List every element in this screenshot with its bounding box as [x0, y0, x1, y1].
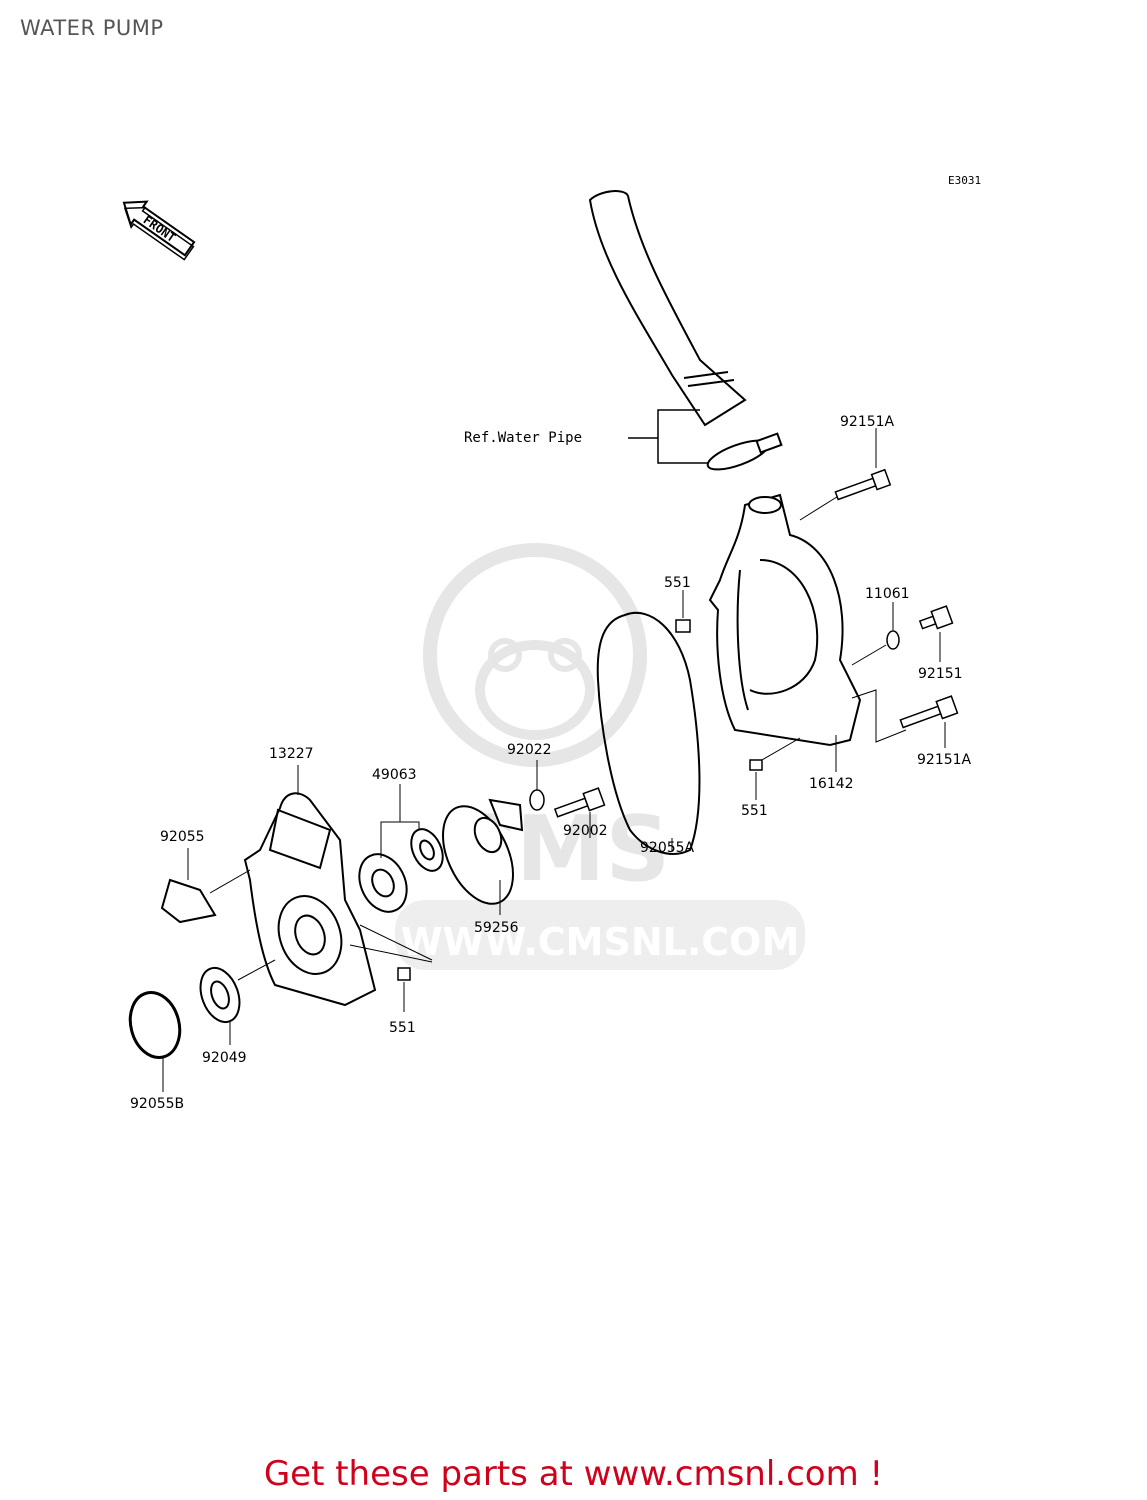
- dowel-551-right: [749, 759, 763, 771]
- leader-92151A-bottom: [851, 689, 907, 743]
- bolt-92151A-top: [834, 468, 892, 501]
- ref-water-pipe-bracket: [628, 409, 708, 464]
- gasket-92055: [160, 878, 217, 924]
- bolt-92151: [918, 605, 954, 630]
- label-49063: 49063: [372, 767, 417, 783]
- leader-92055-to-body: [209, 869, 251, 894]
- leader-92151A-top: [799, 494, 841, 521]
- watermark-mascot-eye-left: [488, 638, 522, 672]
- label-11061: 11061: [865, 586, 910, 602]
- footer-cmsnl-link[interactable]: Get these parts at www.cmsnl.com !: [263, 1454, 884, 1494]
- figure-code: E3031: [948, 174, 981, 187]
- label-551-upper: 551: [664, 575, 691, 591]
- label-92151A-bottom: 92151A: [917, 752, 972, 768]
- label-92002: 92002: [563, 823, 608, 839]
- washer-92022: [529, 789, 545, 811]
- watermark-mascot-face: [475, 640, 595, 740]
- o-ring-92055B: [128, 991, 182, 1059]
- gasket-92055A: [596, 611, 701, 855]
- washer-11061: [886, 630, 900, 650]
- water-pipe-hose: [588, 190, 747, 427]
- bolt-92151A-bottom: [899, 695, 959, 729]
- watermark-mascot-eye-right: [548, 638, 582, 672]
- front-direction-arrow: FRONT: [122, 200, 196, 261]
- page-title: WATER PUMP: [20, 16, 164, 40]
- label-92055A: 92055A: [640, 840, 695, 856]
- watermark-banner: [395, 900, 805, 970]
- label-59256: 59256: [474, 920, 519, 936]
- leader-body-to-551: [359, 924, 433, 961]
- watermark-url-text: WWW.CMSNL.COM: [401, 920, 800, 964]
- label-92151A-top: 92151A: [840, 414, 895, 430]
- label-92055: 92055: [160, 829, 205, 845]
- oil-seal-92049: [199, 966, 241, 1024]
- dowel-551-lower: [397, 967, 411, 981]
- label-92055B: 92055B: [130, 1096, 184, 1112]
- watermark-mascot-head: [423, 543, 647, 767]
- hose-clamp: [706, 432, 783, 471]
- dowel-551-upper: [675, 619, 691, 633]
- label-92151: 92151: [918, 666, 963, 682]
- leader-92049-to-body: [237, 959, 276, 981]
- ref-water-pipe-label: Ref.Water Pipe: [464, 430, 582, 446]
- mechanical-seal-49063: [358, 828, 444, 913]
- label-92049: 92049: [202, 1050, 247, 1066]
- leader-551-right-to-cover: [761, 737, 801, 761]
- label-16142: 16142: [809, 776, 854, 792]
- label-551-right: 551: [741, 803, 768, 819]
- label-13227: 13227: [269, 746, 314, 762]
- label-92022: 92022: [507, 742, 552, 758]
- impeller-59256: [442, 798, 524, 905]
- label-551-lower: 551: [389, 1020, 416, 1036]
- leader-body-to-551-b: [349, 944, 433, 963]
- bolt-92002: [553, 787, 606, 818]
- pump-cover: [708, 493, 862, 747]
- pump-body-13227: [243, 792, 377, 1007]
- leader-11061-to-cover: [851, 644, 887, 666]
